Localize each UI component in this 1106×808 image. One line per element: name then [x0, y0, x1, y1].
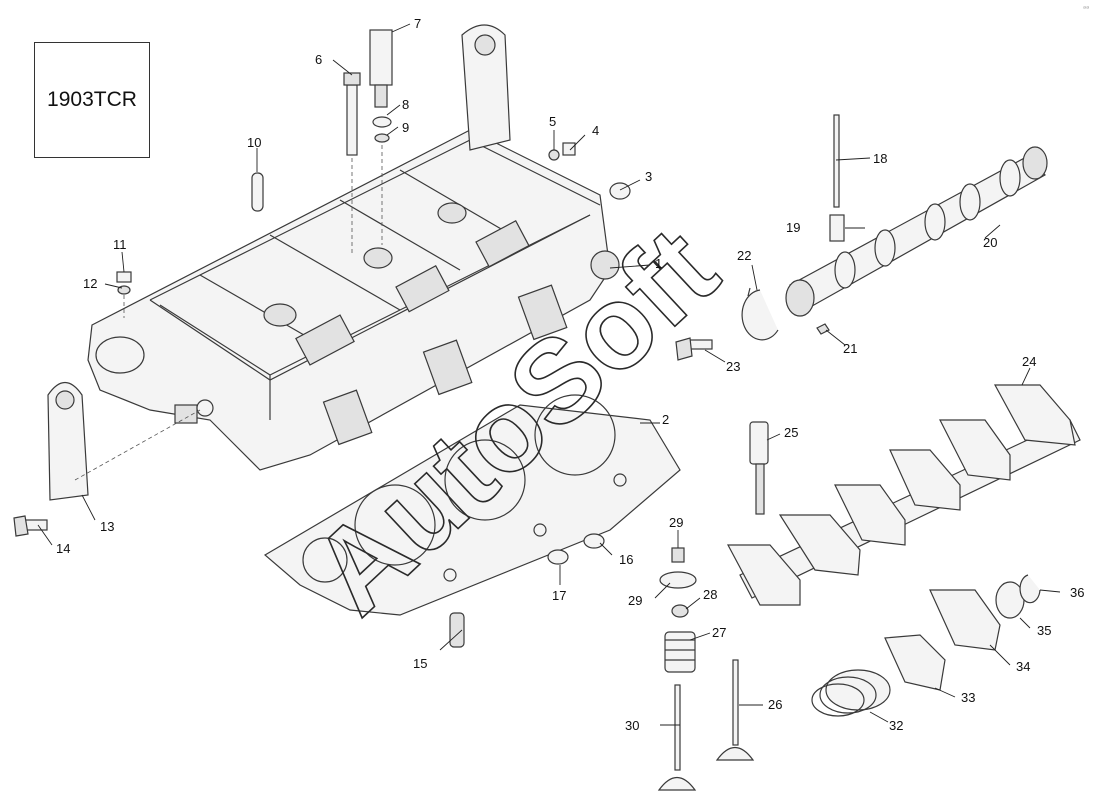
rocker-shaft-assembly-24 — [727, 384, 1081, 606]
dowel-pin-10 — [251, 172, 264, 212]
callout-29-collet: 29 — [669, 515, 683, 530]
head-gasket — [263, 394, 681, 616]
bolt-23 — [675, 337, 713, 361]
seal-16 — [583, 533, 605, 549]
bolt-6 — [343, 72, 361, 156]
callout-8: 8 — [402, 97, 409, 112]
callout-11: 11 — [113, 237, 127, 252]
callout-4: 4 — [592, 123, 599, 138]
pushrod-18 — [833, 114, 840, 208]
circlip-36 — [1019, 574, 1041, 604]
rocker-arm-34 — [929, 589, 1001, 651]
washer-9 — [374, 133, 390, 143]
corner-mark: ᵃᵃ — [1083, 4, 1090, 13]
callout-2: 2 — [662, 412, 669, 427]
adjusting-screw-25 — [749, 421, 769, 515]
callout-25: 25 — [784, 425, 798, 440]
callout-27: 27 — [712, 625, 726, 640]
callout-10: 10 — [247, 135, 261, 150]
seal-17 — [547, 549, 569, 565]
callout-5: 5 — [549, 114, 556, 129]
collet-29 — [671, 547, 685, 563]
callout-29-retainer: 29 — [628, 593, 642, 608]
callout-32: 32 — [889, 718, 903, 733]
valve-30 — [657, 684, 697, 791]
callout-30: 30 — [625, 718, 639, 733]
callout-20: 20 — [983, 235, 997, 250]
callout-21: 21 — [843, 341, 857, 356]
callout-14: 14 — [56, 541, 70, 556]
callout-19: 19 — [786, 220, 800, 235]
callout-1: 1 — [655, 256, 662, 271]
callout-labels: 1 2 3 4 5 6 7 8 9 10 11 12 13 14 15 16 1… — [56, 16, 1084, 733]
callout-3: 3 — [645, 169, 652, 184]
cylinder-head — [87, 24, 620, 471]
lifting-bracket — [47, 381, 89, 501]
callout-35: 35 — [1037, 623, 1051, 638]
callout-18: 18 — [873, 151, 887, 166]
callout-26: 26 — [768, 697, 782, 712]
screw-4 — [562, 142, 576, 156]
lifting-bracket-hole — [55, 390, 75, 410]
valve-seal-28 — [671, 604, 689, 618]
key-21 — [816, 323, 830, 335]
callout-33: 33 — [961, 690, 975, 705]
callout-15: 15 — [413, 656, 427, 671]
model-label: 1903TCR — [47, 88, 137, 111]
callout-23: 23 — [726, 359, 740, 374]
spring-retainer-29 — [659, 571, 697, 589]
callout-16: 16 — [619, 552, 633, 567]
plug-3 — [609, 182, 631, 200]
callout-22: 22 — [737, 248, 751, 263]
circlip-22 — [741, 287, 779, 341]
rocker-spring-32 — [811, 669, 891, 717]
o-ring-8 — [372, 116, 392, 128]
callout-24: 24 — [1022, 354, 1036, 369]
rocker-arm-33 — [884, 634, 946, 691]
camshaft-20 — [785, 146, 1048, 317]
valve-spring-27 — [664, 631, 696, 673]
callout-28: 28 — [703, 587, 717, 602]
callout-12: 12 — [83, 276, 97, 291]
callout-7: 7 — [414, 16, 421, 31]
valve-26 — [715, 659, 755, 761]
callout-9: 9 — [402, 120, 409, 135]
callout-17: 17 — [552, 588, 566, 603]
callout-34: 34 — [1016, 659, 1030, 674]
model-label-box: 1903TCR — [34, 42, 150, 158]
leader-lines — [37, 23, 1061, 726]
dowel-15 — [449, 612, 465, 648]
callout-6: 6 — [315, 52, 322, 67]
screw-11 — [116, 271, 132, 283]
callout-36: 36 — [1070, 585, 1084, 600]
tappet-19 — [829, 214, 845, 242]
plug-5 — [548, 149, 560, 161]
injector-7 — [369, 29, 393, 108]
callout-13: 13 — [100, 519, 114, 534]
flange-bolt-14 — [13, 515, 48, 537]
